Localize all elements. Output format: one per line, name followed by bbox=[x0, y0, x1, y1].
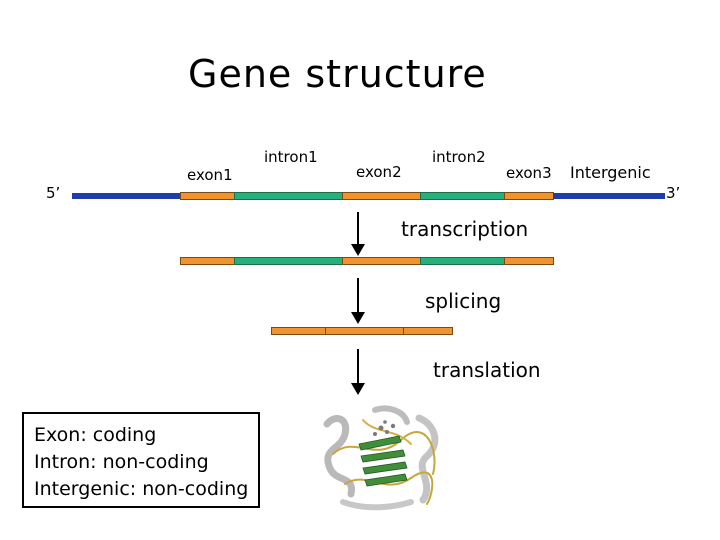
translation-label: translation bbox=[433, 358, 541, 382]
three-prime-label: 3’ bbox=[666, 184, 681, 202]
premrna-intron2 bbox=[420, 257, 505, 265]
legend-box: Exon: coding Intron: non-coding Intergen… bbox=[22, 412, 260, 508]
transcription-arrow bbox=[351, 212, 365, 256]
transcription-label: transcription bbox=[401, 217, 529, 241]
legend-intergenic: Intergenic: non-coding bbox=[34, 478, 249, 500]
premrna-intron1 bbox=[234, 257, 343, 265]
intron1-segment bbox=[234, 192, 343, 200]
translation-arrow bbox=[351, 349, 365, 395]
five-prime-label: 5’ bbox=[46, 184, 61, 202]
intron2-label: intron2 bbox=[432, 148, 486, 166]
exon3-label: exon3 bbox=[506, 164, 552, 182]
splicing-arrow bbox=[351, 278, 365, 324]
intron2-segment bbox=[420, 192, 505, 200]
exon3-segment bbox=[504, 192, 554, 200]
premrna-exon3 bbox=[504, 257, 554, 265]
exon2-segment bbox=[342, 192, 421, 200]
page-title: Gene structure bbox=[188, 52, 487, 96]
mrna-exon2 bbox=[325, 327, 404, 335]
mrna-exon3 bbox=[403, 327, 453, 335]
intron1-label: intron1 bbox=[264, 148, 318, 166]
intergenic-segment-left bbox=[72, 193, 182, 199]
splicing-label: splicing bbox=[425, 289, 502, 313]
protein-structure-image bbox=[323, 405, 439, 511]
intergenic-segment-right bbox=[553, 193, 665, 199]
exon2-label: exon2 bbox=[356, 163, 402, 181]
premrna-exon1 bbox=[180, 257, 235, 265]
legend-exon: Exon: coding bbox=[34, 424, 157, 446]
premrna-exon2 bbox=[342, 257, 421, 265]
legend-intron: Intron: non-coding bbox=[34, 451, 209, 473]
exon1-label: exon1 bbox=[187, 166, 233, 184]
mrna-exon1 bbox=[271, 327, 326, 335]
intergenic-label: Intergenic bbox=[570, 163, 651, 182]
exon1-segment bbox=[180, 192, 235, 200]
